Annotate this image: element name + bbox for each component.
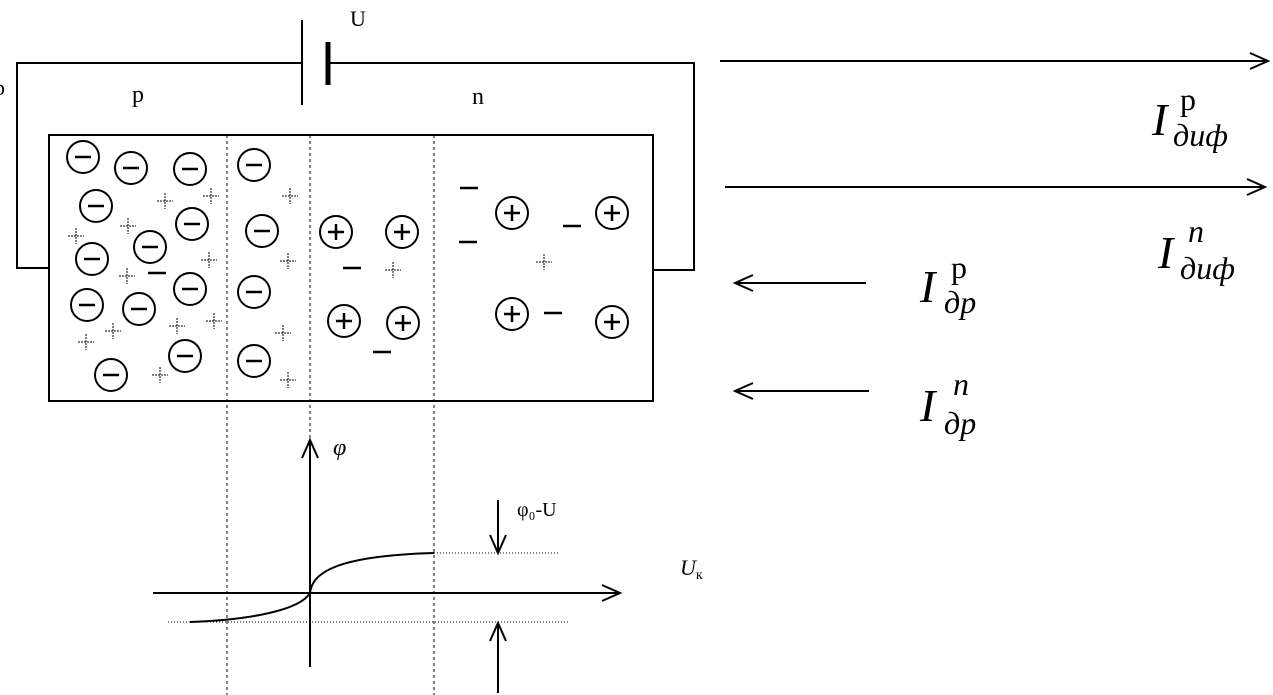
current-subscript: др bbox=[944, 405, 976, 441]
current-symbol: I bbox=[919, 261, 938, 312]
current-label-dr-n: I n др bbox=[919, 366, 976, 441]
hole-carrier bbox=[152, 367, 168, 383]
current-arrows bbox=[720, 52, 1271, 400]
acceptor-ion bbox=[122, 292, 156, 326]
hole-carrier bbox=[203, 188, 219, 204]
current-superscript: n bbox=[953, 366, 969, 402]
current-label-dr-p: I p др bbox=[919, 249, 976, 320]
donor-ion bbox=[319, 215, 353, 249]
hole-carrier bbox=[201, 252, 217, 268]
acceptor-ion bbox=[237, 275, 271, 309]
donor-ion bbox=[386, 306, 420, 340]
charge-carriers bbox=[66, 140, 629, 392]
acceptor-ion bbox=[114, 151, 148, 185]
current-subscript: диф bbox=[1180, 250, 1235, 286]
donor-ion bbox=[595, 305, 629, 339]
hole-carrier bbox=[280, 253, 296, 269]
hole-carrier bbox=[68, 228, 84, 244]
region-n-label: n bbox=[472, 84, 484, 110]
acceptor-ion bbox=[66, 140, 100, 174]
current-label-dif-p: I p диф bbox=[1151, 81, 1228, 153]
acceptor-ion bbox=[94, 358, 128, 392]
barrier-label: φ₀-U bbox=[517, 499, 557, 521]
hole-carrier bbox=[119, 268, 135, 284]
u-axis-label: Uк bbox=[680, 555, 703, 583]
battery-symbol bbox=[301, 20, 331, 105]
potential-curve bbox=[189, 552, 435, 623]
current-symbol: I bbox=[919, 380, 938, 431]
crystal-body bbox=[48, 134, 654, 402]
current-subscript: др bbox=[944, 284, 976, 320]
hole-carrier bbox=[78, 334, 94, 350]
current-symbol: I bbox=[1157, 227, 1176, 278]
hole-carrier bbox=[282, 188, 298, 204]
hole-carrier bbox=[169, 318, 185, 334]
current-superscript: p bbox=[951, 249, 967, 285]
external-circuit bbox=[16, 62, 695, 271]
region-boundaries bbox=[226, 135, 435, 695]
acceptor-ion bbox=[75, 242, 109, 276]
acceptor-ion bbox=[173, 152, 207, 186]
hole-carrier bbox=[105, 323, 121, 339]
current-label-dif-n: I n диф bbox=[1157, 213, 1235, 286]
donor-ion bbox=[327, 304, 361, 338]
hole-carrier bbox=[275, 325, 291, 341]
donor-ion bbox=[495, 196, 529, 230]
current-superscript: p bbox=[1180, 81, 1196, 117]
left-edge-label: p bbox=[0, 75, 5, 100]
acceptor-ion bbox=[133, 230, 167, 264]
acceptor-ion bbox=[173, 272, 207, 306]
donor-ion bbox=[385, 215, 419, 249]
donor-ion bbox=[495, 297, 529, 331]
donor-ion bbox=[595, 196, 629, 230]
acceptor-ion bbox=[79, 189, 113, 223]
hole-carrier bbox=[206, 313, 222, 329]
hole-carrier bbox=[536, 254, 552, 270]
battery-label: U bbox=[350, 6, 366, 31]
acceptor-ion bbox=[245, 214, 279, 248]
hole-carrier bbox=[157, 193, 173, 209]
hole-carrier bbox=[120, 218, 136, 234]
current-symbol: I bbox=[1151, 94, 1170, 145]
acceptor-ion bbox=[237, 148, 271, 182]
acceptor-ion bbox=[237, 344, 271, 378]
region-p-label: p bbox=[132, 82, 144, 108]
potential-graph: φ φ₀-U Uк bbox=[153, 435, 703, 693]
hole-carrier bbox=[385, 262, 401, 278]
phi-axis-label: φ bbox=[333, 435, 346, 461]
hole-carrier bbox=[280, 372, 296, 388]
current-subscript: диф bbox=[1173, 117, 1228, 153]
acceptor-ion bbox=[70, 288, 104, 322]
acceptor-ion bbox=[175, 207, 209, 241]
current-superscript: n bbox=[1188, 213, 1204, 249]
acceptor-ion bbox=[168, 339, 202, 373]
